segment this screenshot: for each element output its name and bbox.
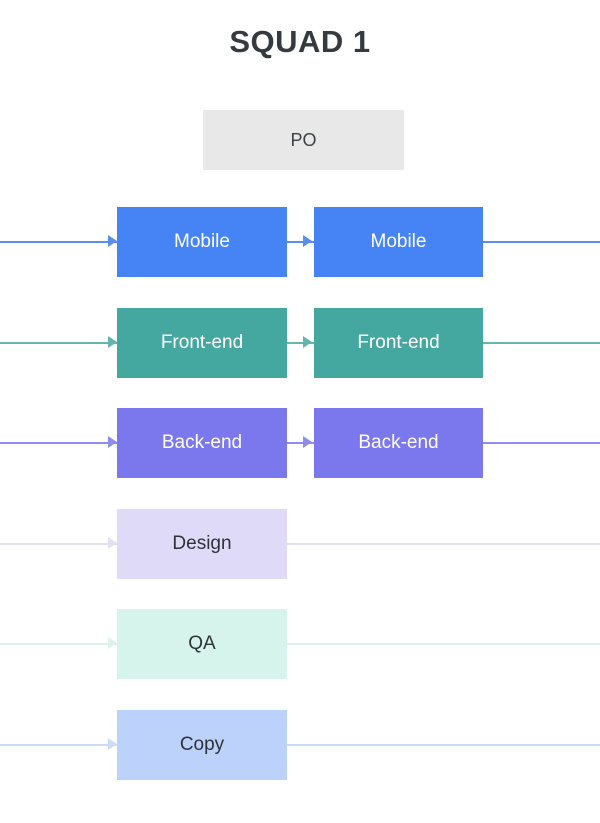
arrow-head-mid-back-end (303, 436, 312, 448)
connector-line-in-qa (0, 643, 120, 645)
arrow-head-in-qa (108, 637, 117, 649)
role-box-mobile-right[interactable]: Mobile (314, 207, 483, 277)
arrow-head-mid-mobile (303, 235, 312, 247)
connector-line-out-copy (285, 744, 600, 746)
arrow-head-in-front-end (108, 336, 117, 348)
role-row-mobile: Mobile Mobile (0, 207, 600, 277)
connector-line-in-mobile (0, 241, 120, 243)
role-box-back-end-right[interactable]: Back-end (314, 408, 483, 478)
role-box-mobile-left[interactable]: Mobile (117, 207, 287, 277)
page-title: SQUAD 1 (229, 24, 371, 59)
role-box-label: Mobile (370, 231, 427, 252)
role-box-label: Back-end (358, 432, 439, 453)
role-box-label: Front-end (357, 332, 440, 353)
connector-line-out-front-end (480, 342, 600, 344)
role-row-front-end: Front-end Front-end (0, 308, 600, 378)
role-box-label: Mobile (174, 231, 230, 252)
connector-line-out-qa (285, 643, 600, 645)
arrow-head-in-design (108, 537, 117, 549)
connector-line-out-back-end (480, 442, 600, 444)
role-row-back-end: Back-end Back-end (0, 408, 600, 478)
role-box-copy-left[interactable]: Copy (117, 710, 287, 780)
po-box-label: PO (290, 129, 317, 150)
arrow-head-in-back-end (108, 436, 117, 448)
role-box-label: Back-end (161, 432, 243, 453)
connector-line-mid-mobile (285, 241, 317, 243)
connector-line-out-design (285, 543, 600, 545)
role-box-label: Copy (179, 734, 225, 755)
connector-line-in-design (0, 543, 120, 545)
role-box-back-end-left[interactable]: Back-end (117, 408, 287, 478)
role-box-qa-left[interactable]: QA (117, 609, 287, 679)
role-box-design-left[interactable]: Design (117, 509, 287, 579)
role-row-copy: Copy (0, 710, 600, 780)
connector-line-in-back-end (0, 442, 120, 444)
connector-line-in-front-end (0, 342, 120, 344)
role-box-label: Design (172, 533, 232, 554)
po-box[interactable]: PO (203, 110, 404, 170)
connector-line-out-mobile (480, 241, 600, 243)
role-box-label: Front-end (160, 332, 244, 353)
arrow-head-in-copy (108, 738, 117, 750)
role-box-front-end-right[interactable]: Front-end (314, 308, 483, 378)
arrow-head-mid-front-end (303, 336, 312, 348)
arrow-head-in-mobile (108, 235, 117, 247)
role-row-design: Design (0, 509, 600, 579)
role-box-front-end-left[interactable]: Front-end (117, 308, 287, 378)
role-row-qa: QA (0, 609, 600, 679)
connector-line-in-copy (0, 744, 120, 746)
connector-line-mid-back-end (285, 442, 317, 444)
role-box-label: QA (188, 633, 216, 654)
connector-line-mid-front-end (285, 342, 317, 344)
